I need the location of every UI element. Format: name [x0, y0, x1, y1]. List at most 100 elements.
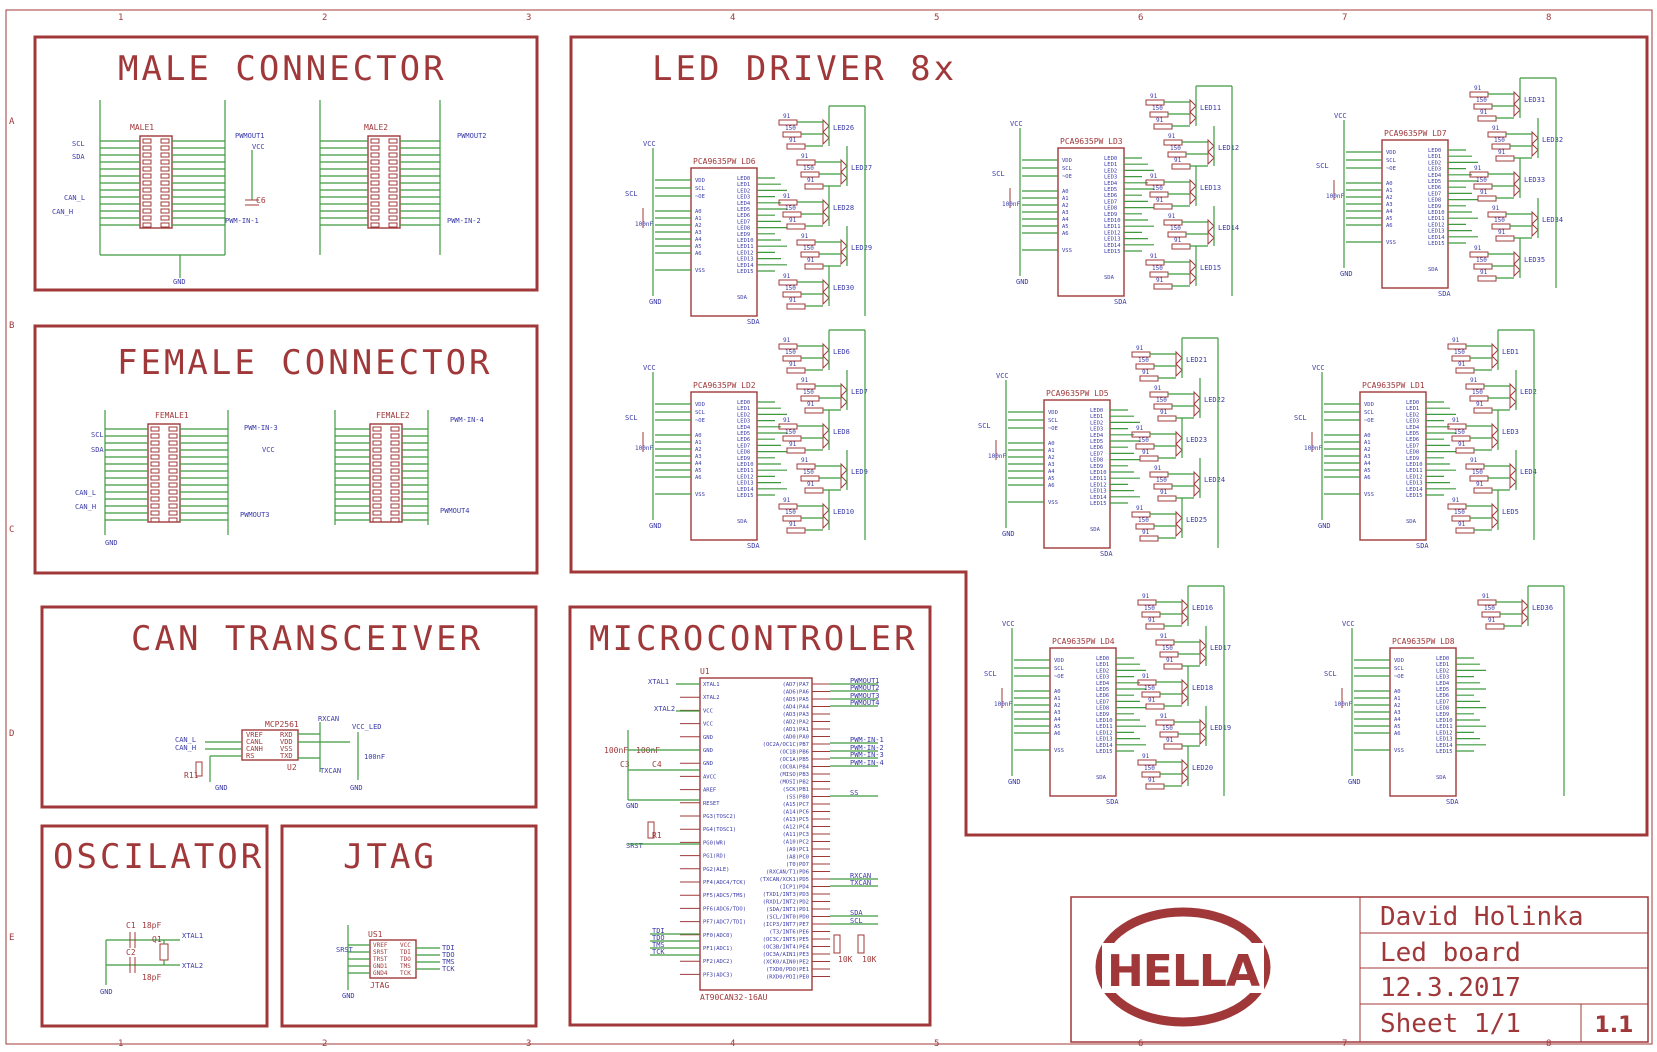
led-resistor-value: 91: [1156, 197, 1164, 204]
date: 12.3.2017: [1380, 973, 1521, 1003]
mcu-pin-label: (TXD0/PDO)PE1: [766, 967, 809, 973]
driver-pin-label: LED3: [737, 419, 750, 425]
driver-pin-label: A6: [695, 251, 702, 257]
driver-pin-label: LED8: [737, 226, 750, 232]
led-diode-icon: [1193, 482, 1201, 498]
driver-pin-label: SCL: [1386, 158, 1397, 164]
led-resistor-value: 150: [803, 469, 814, 476]
driver-pin-label: SDA: [1096, 775, 1107, 781]
led-resistor-value: 91: [1458, 361, 1466, 368]
driver-pin-label: LED3: [1428, 167, 1441, 173]
driver-pin-label: A1: [695, 440, 702, 446]
mcu-pin-label: (MOSI)PB2: [779, 780, 809, 786]
led-diode-icon: [1207, 218, 1215, 234]
mcu-pin-label: (AD4)PA4: [783, 705, 810, 711]
driver-pin-label: LED2: [1096, 668, 1109, 674]
led-label: LED15: [1200, 264, 1221, 272]
driver-pin-label: LED7: [1096, 699, 1109, 705]
driver-pin-label: A2: [1386, 195, 1393, 201]
driver-net-scl: SCL: [984, 670, 997, 678]
led-diode-icon: [1513, 182, 1521, 198]
mcu-pin-label: (SCK)PB1: [783, 787, 810, 793]
mcu-right-net: SDA: [850, 909, 863, 917]
mcu-net-gnd: GND: [626, 802, 639, 810]
driver-net-gnd: GND: [1348, 778, 1361, 786]
driver-pin-label: A0: [1062, 189, 1069, 195]
driver-pin-label: LED10: [1436, 718, 1453, 724]
male-net-vcc: VCC: [252, 143, 265, 151]
can-pin-canl: CANL: [246, 738, 263, 746]
driver-pin-label: LED1: [1104, 162, 1117, 168]
jtag-pin-label: VCC: [400, 942, 411, 949]
led-label: LED18: [1192, 684, 1213, 692]
led-label: LED19: [1210, 724, 1231, 732]
led-resistor-value: 150: [785, 125, 796, 132]
driver-pin-label: SDA: [737, 519, 748, 525]
driver-pin-label: LED8: [1104, 206, 1117, 212]
driver-pin-label: A3: [695, 454, 702, 460]
led-resistor-value: 91: [789, 137, 797, 144]
driver-net-sda: SDA: [1114, 298, 1127, 306]
can-pin-vdd: VDD: [280, 738, 293, 746]
driver-pin-label: LED1: [1090, 414, 1103, 420]
led-resistor-value: 150: [1170, 145, 1181, 152]
led-label: LED8: [833, 428, 850, 436]
mcu-left-net: TMS: [652, 941, 665, 949]
led-label: LED13: [1200, 184, 1221, 192]
driver-chip: [1057, 147, 1125, 297]
osc-cap2-value: 18pF: [142, 973, 161, 982]
hella-logo-text: HELLA: [1107, 946, 1260, 997]
driver-pin-label: LED13: [1090, 489, 1107, 495]
mcu-pin-label: PF3(ADC3): [703, 972, 733, 978]
driver-chip-label: PCA9635PW LD3: [1060, 137, 1123, 146]
led-diode-icon: [1199, 730, 1207, 746]
microcontroler-frame: [568, 605, 932, 1027]
led-resistor-value: 91: [1136, 425, 1144, 432]
led-resistor-value: 91: [1154, 385, 1162, 392]
led-diode-icon: [822, 434, 830, 450]
led-diode-icon: [840, 158, 848, 174]
driver-pin-label: LED7: [1090, 451, 1103, 457]
driver-pin-label: VSS: [1386, 240, 1396, 246]
driver-pin-label: VDD: [1054, 658, 1064, 664]
jtag-net-srst: SRST: [336, 946, 354, 954]
led-resistor-value: 91: [1142, 753, 1150, 760]
led-diode-icon: [840, 474, 848, 490]
led-resistor-value: 91: [783, 417, 791, 424]
led-resistor-value: 91: [1458, 521, 1466, 528]
driver-pin-label: LED9: [1096, 712, 1109, 718]
driver-pin-label: LED4: [1428, 173, 1442, 179]
led-diode-icon: [1181, 610, 1189, 626]
driver-pin-label: SDA: [1436, 775, 1447, 781]
led-diode-icon: [1513, 102, 1521, 118]
mcu-pullup1: 10K: [838, 955, 853, 964]
led-resistor-value: 91: [1474, 245, 1482, 252]
driver-pin-label: LED11: [1104, 224, 1121, 230]
driver-pin-label: A6: [1054, 731, 1061, 737]
mcu-pin-label: (OC1A)PB5: [779, 757, 809, 763]
driver-pin-label: LED11: [1428, 216, 1445, 222]
led-diode-icon: [822, 290, 830, 306]
driver-pin-label: A4: [695, 461, 702, 467]
driver-pin-label: ~OE: [695, 194, 705, 200]
driver-pin-label: SDA: [1104, 275, 1115, 281]
can-resistor-ref: R11: [184, 771, 199, 780]
driver-pin-label: A4: [1054, 717, 1061, 723]
led-label: LED6: [833, 348, 850, 356]
driver-pin-label: LED3: [1406, 419, 1419, 425]
driver-pin-label: A2: [695, 447, 702, 453]
led-resistor-value: 91: [1148, 697, 1156, 704]
led-resistor-value: 91: [783, 113, 791, 120]
led-resistor-value: 150: [1138, 517, 1149, 524]
led-label: LED31: [1524, 96, 1545, 104]
led-diode-icon: [1175, 362, 1183, 378]
driver-pin-label: A2: [1048, 455, 1055, 461]
mcu-pin-label: AVCC: [703, 774, 716, 780]
led-label: LED35: [1524, 256, 1545, 264]
driver-net-gnd: GND: [1318, 522, 1331, 530]
led-diode-icon: [822, 502, 830, 518]
driver-pin-label: VSS: [695, 492, 705, 498]
driver-pin-label: LED15: [1428, 241, 1445, 247]
led-driver-frame: [569, 35, 1649, 837]
